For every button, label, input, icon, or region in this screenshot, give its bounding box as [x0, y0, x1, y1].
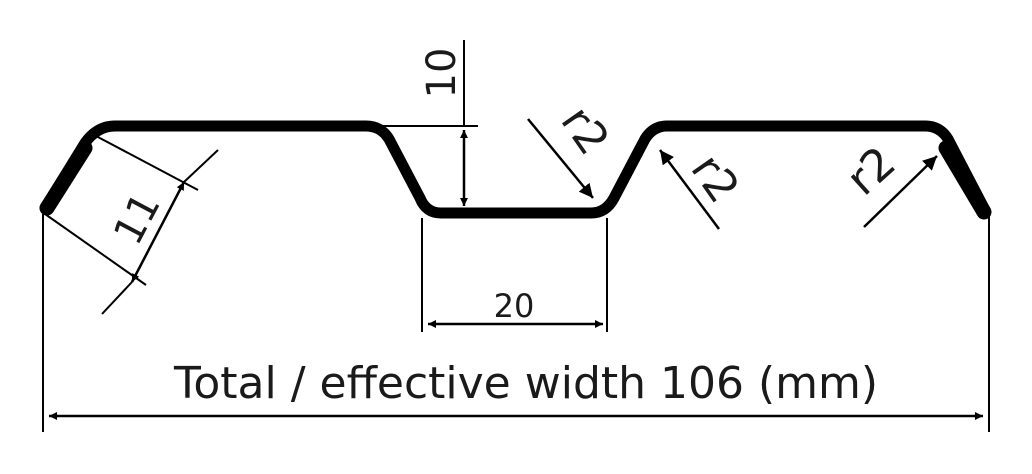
- groove-width-dimension: 20: [421, 218, 608, 332]
- radius-callout-groove-left: r2: [527, 97, 619, 199]
- height-dimension: 10: [360, 40, 478, 206]
- edge-length-label: 11: [105, 186, 170, 253]
- total-width-dimension: Total / effective width 106 (mm): [42, 214, 990, 432]
- left-edge-lip: [39, 140, 93, 216]
- radius-label-groove-left: r2: [551, 97, 619, 164]
- radius-callout-right-corner: r2: [837, 137, 938, 228]
- radius-label-groove-right: r2: [681, 145, 749, 212]
- total-width-label: Total / effective width 106 (mm): [173, 358, 878, 409]
- sheet-profile: [39, 120, 991, 219]
- right-edge-lip: [938, 140, 992, 220]
- groove-width-label: 20: [494, 287, 535, 325]
- radius-callout-groove-right: r2: [658, 145, 749, 230]
- height-label: 10: [419, 48, 465, 99]
